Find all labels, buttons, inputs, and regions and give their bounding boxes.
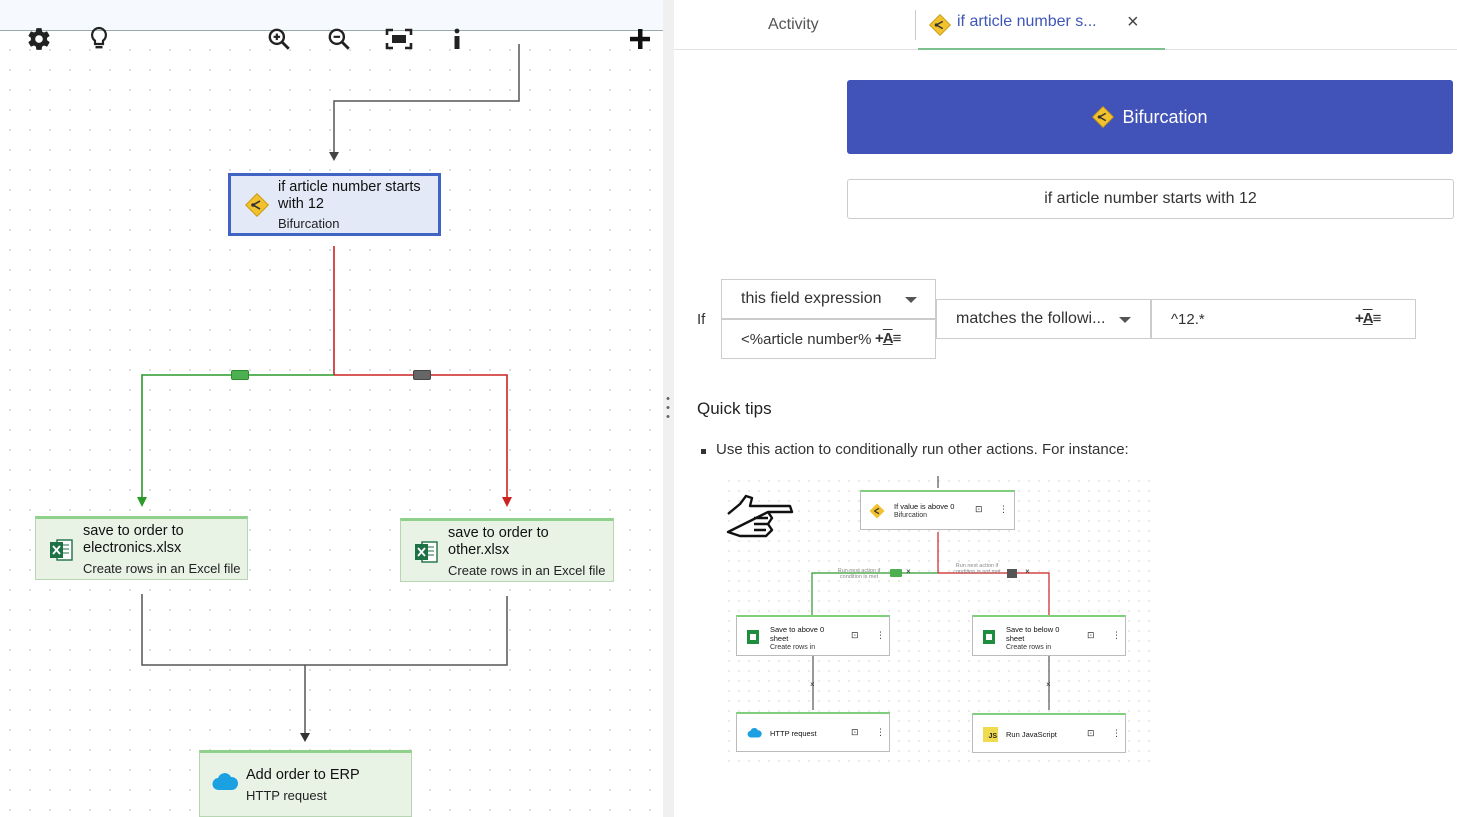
example-illustration: If value is above 0 Bifurcation ⊡ ⋮ Run …	[724, 476, 1154, 766]
node-title: save to order to other.xlsx	[448, 525, 549, 558]
node-subtitle: Create rows in an Excel file	[448, 563, 606, 578]
true-branch-toggle[interactable]	[231, 370, 249, 380]
canvas-toolbar	[0, 0, 663, 31]
tab-bifurcation[interactable]: if article number s... ×	[918, 0, 1165, 50]
properties-panel: Activity if article number s... × Bifurc…	[674, 0, 1457, 817]
node-save-other[interactable]: save to order to other.xlsx Create rows …	[400, 518, 614, 582]
node-title: if article number starts with 12	[278, 179, 421, 212]
panel-tabs: Activity if article number s... ×	[674, 0, 1457, 50]
node-bifurcation[interactable]: if article number starts with 12 Bifurca…	[228, 173, 441, 236]
bifurcation-icon	[245, 193, 269, 217]
chevron-down-icon	[1119, 317, 1131, 323]
if-label: If	[697, 311, 706, 328]
close-icon[interactable]: ×	[1127, 11, 1139, 33]
left-value: <%article number%>	[741, 330, 871, 348]
cloud-icon	[212, 773, 238, 791]
action-type-label: Bifurcation	[1122, 106, 1208, 127]
quick-tips-item: Use this action to conditionally run oth…	[701, 441, 1129, 458]
quick-tips-title: Quick tips	[697, 399, 772, 418]
workflow-canvas[interactable]: if article number starts with 12 Bifurca…	[0, 0, 663, 817]
pointing-hand-icon	[726, 494, 794, 538]
left-type-select[interactable]: this field expression	[721, 279, 936, 319]
example-node-save-below: Save to below 0 sheet Create rows in ⊡ ⋮	[972, 615, 1126, 656]
insert-template-icon[interactable]: +A≡	[875, 330, 901, 347]
connection-lines	[137, 44, 520, 742]
node-add-order-erp[interactable]: Add order to ERP HTTP request	[199, 750, 412, 817]
excel-icon	[415, 541, 438, 563]
zoom-out-icon[interactable]	[324, 24, 354, 54]
right-value: ^12.*	[1171, 310, 1205, 328]
node-save-electronics[interactable]: save to order to electronics.xlsx Create…	[35, 516, 248, 580]
right-value-input[interactable]: ^12.* +A≡	[1151, 299, 1416, 339]
tab-activity[interactable]: Activity	[768, 16, 819, 33]
fit-screen-icon[interactable]	[384, 24, 414, 54]
zoom-in-icon[interactable]	[264, 24, 294, 54]
false-branch-toggle[interactable]	[413, 370, 431, 380]
lightbulb-icon[interactable]	[84, 24, 114, 54]
bifurcation-icon	[929, 14, 951, 36]
node-subtitle: Create rows in an Excel file	[83, 561, 241, 576]
node-title: save to order to electronics.xlsx	[83, 523, 184, 556]
tab-divider	[915, 10, 916, 40]
example-node-save-above: Save to above 0 sheet Create rows in ⊡ ⋮	[736, 615, 890, 656]
plus-icon[interactable]	[625, 24, 655, 54]
example-node-javascript: JS Run JavaScript ⊡ ⋮	[972, 713, 1126, 753]
bifurcation-icon	[1092, 106, 1115, 128]
gear-icon[interactable]	[24, 24, 54, 54]
operator-value: matches the followi...	[956, 310, 1106, 327]
action-name-field[interactable]: if article number starts with 12	[847, 179, 1454, 219]
chevron-down-icon	[905, 297, 917, 303]
example-node-bifurcation: If value is above 0 Bifurcation ⊡ ⋮	[860, 490, 1015, 530]
info-icon[interactable]	[442, 24, 472, 54]
left-value-input[interactable]: <%article number%> +A≡	[721, 319, 936, 359]
action-type-button[interactable]: Bifurcation	[847, 80, 1453, 154]
node-subtitle: Bifurcation	[278, 216, 340, 231]
insert-template-icon[interactable]: +A≡	[1355, 310, 1381, 327]
node-title: Add order to ERP	[246, 767, 360, 783]
panel-resize-handle[interactable]	[663, 0, 674, 817]
operator-select[interactable]: matches the followi...	[936, 299, 1151, 339]
node-subtitle: HTTP request	[246, 788, 327, 803]
left-type-value: this field expression	[741, 290, 882, 307]
example-node-http: HTTP request ⊡ ⋮	[736, 712, 890, 752]
tab-label: if article number s...	[957, 13, 1097, 30]
excel-icon	[50, 539, 73, 561]
